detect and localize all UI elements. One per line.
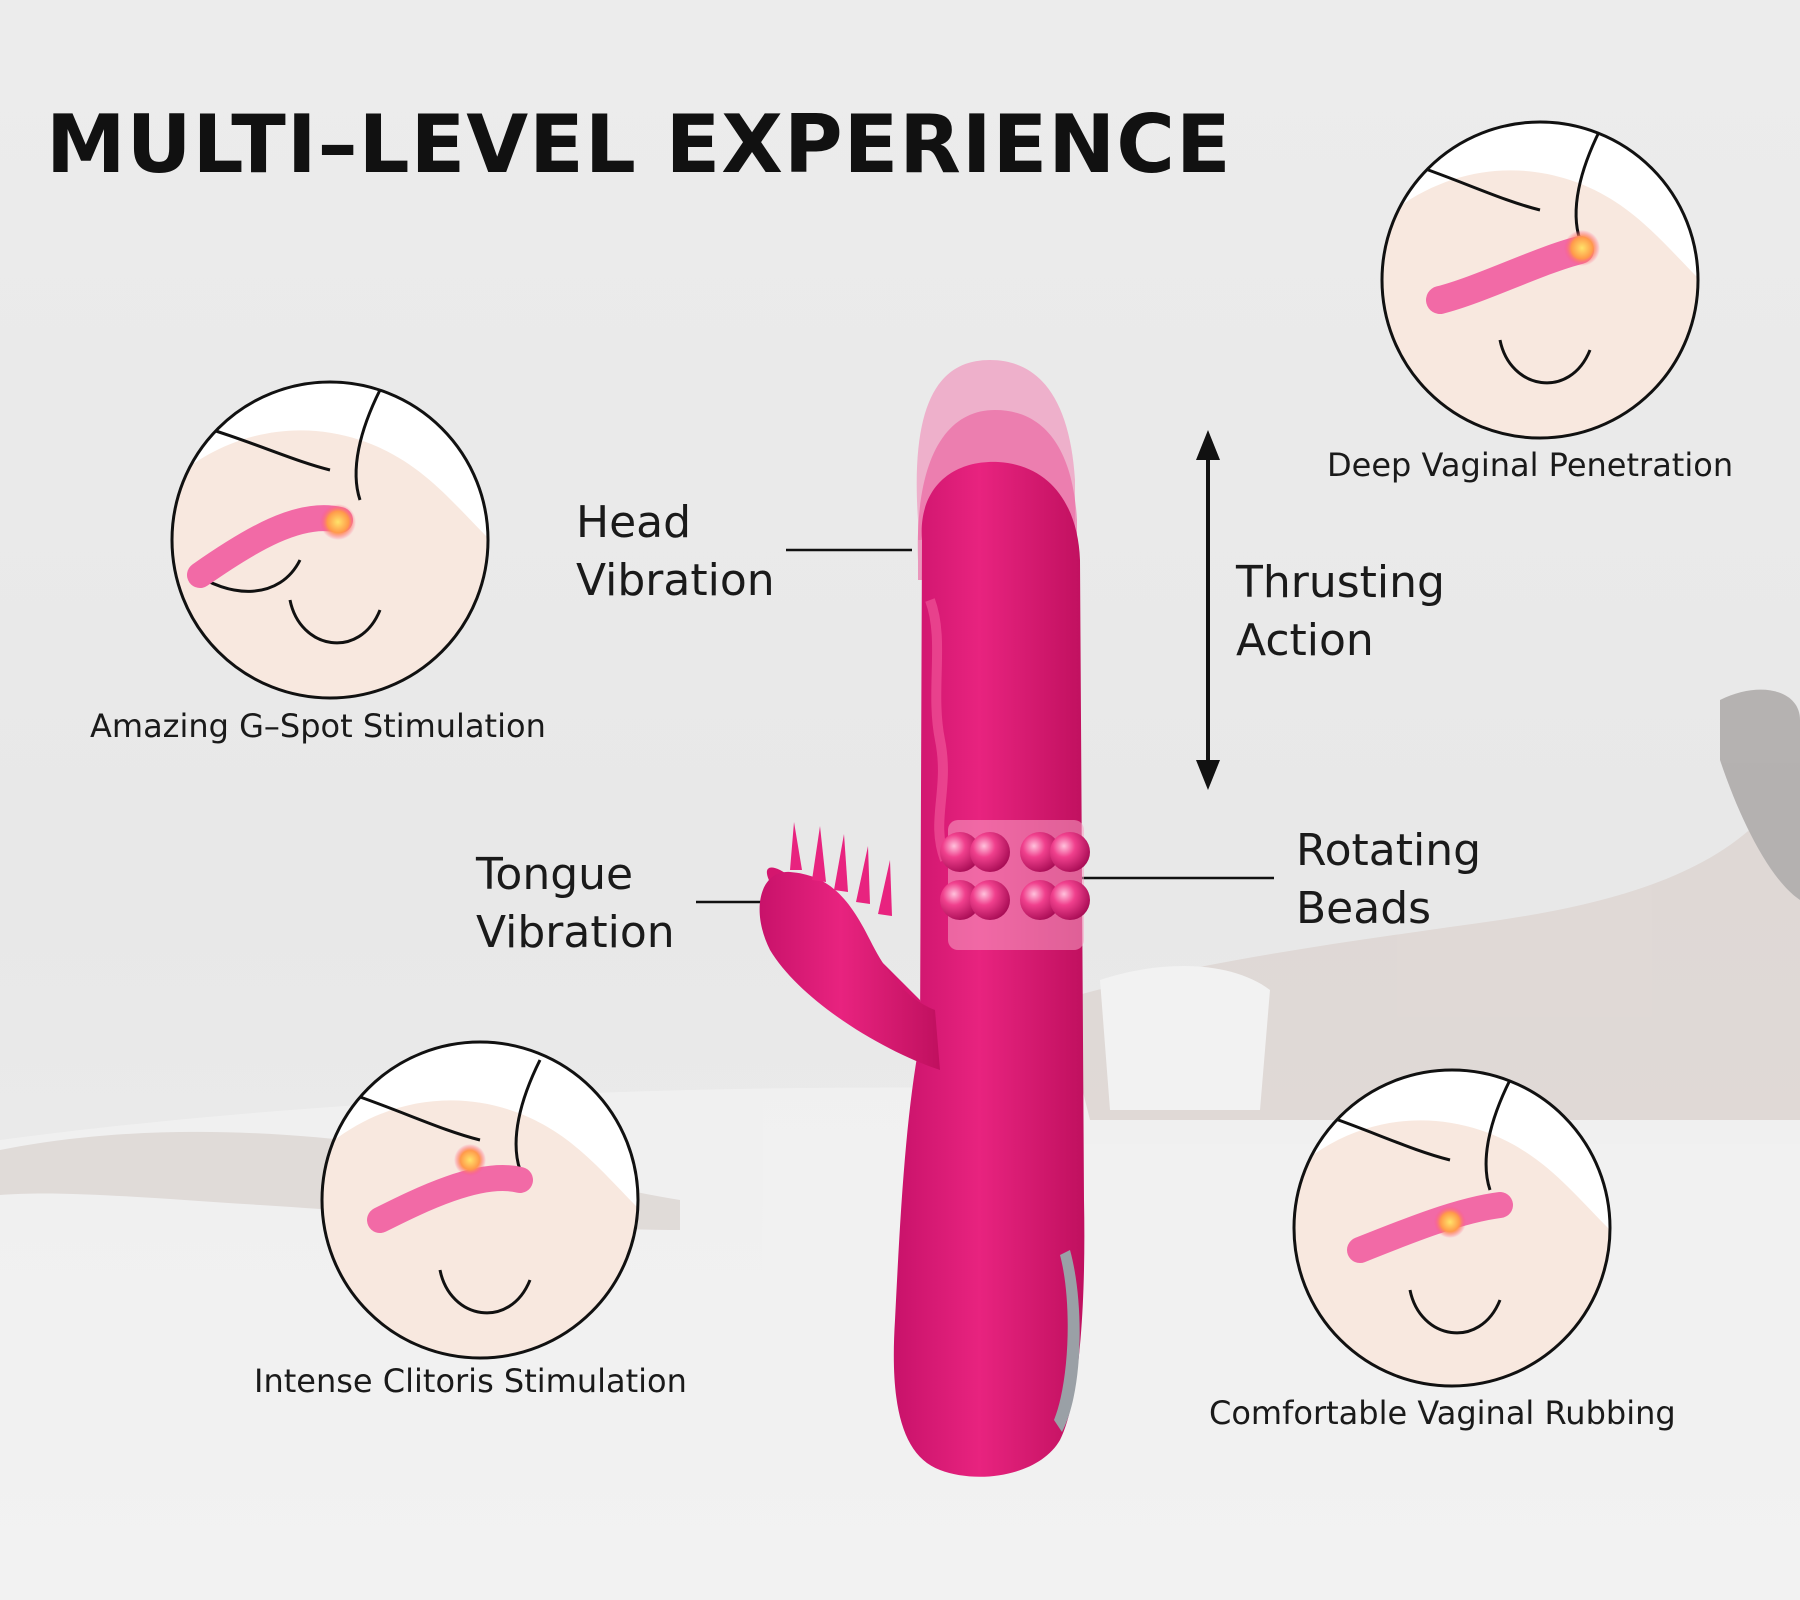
rotating-beads-label: Rotating Beads xyxy=(1296,822,1481,938)
thrusting-arrow xyxy=(1196,430,1220,790)
rotating-beads-cluster xyxy=(940,832,1090,920)
head-vibration-line1: Head xyxy=(576,497,692,548)
head-vibration-label: Head Vibration xyxy=(576,494,775,610)
vaginal-rubbing-inset xyxy=(1292,1068,1612,1388)
figure-underwear xyxy=(1100,966,1270,1110)
thrusting-action-line2: Action xyxy=(1236,615,1374,666)
thrusting-action-label: Thrusting Action xyxy=(1236,554,1445,670)
deep-penetration-inset xyxy=(1380,120,1700,440)
gspot-caption: Amazing G–Spot Stimulation xyxy=(90,707,546,745)
rotating-beads-line2: Beads xyxy=(1296,883,1432,934)
tongue-vibration-line2: Vibration xyxy=(476,907,675,958)
gspot-inset xyxy=(170,380,490,700)
tongue-vibration-line1: Tongue xyxy=(476,849,634,900)
deep-penetration-caption: Deep Vaginal Penetration xyxy=(1327,446,1734,484)
clitoris-caption: Intense Clitoris Stimulation xyxy=(254,1362,687,1400)
rubbing-caption: Comfortable Vaginal Rubbing xyxy=(1209,1394,1676,1432)
thrusting-action-line1: Thrusting xyxy=(1236,557,1445,608)
clitoris-inset xyxy=(320,1040,640,1360)
figure-hair xyxy=(1720,689,1800,900)
vibrator-product xyxy=(759,360,1090,1477)
rotating-beads-line1: Rotating xyxy=(1296,825,1482,876)
tongue-vibration-label: Tongue Vibration xyxy=(476,846,675,962)
page-title: MULTI–LEVEL EXPERIENCE xyxy=(46,98,1232,191)
head-vibration-line2: Vibration xyxy=(576,555,775,606)
